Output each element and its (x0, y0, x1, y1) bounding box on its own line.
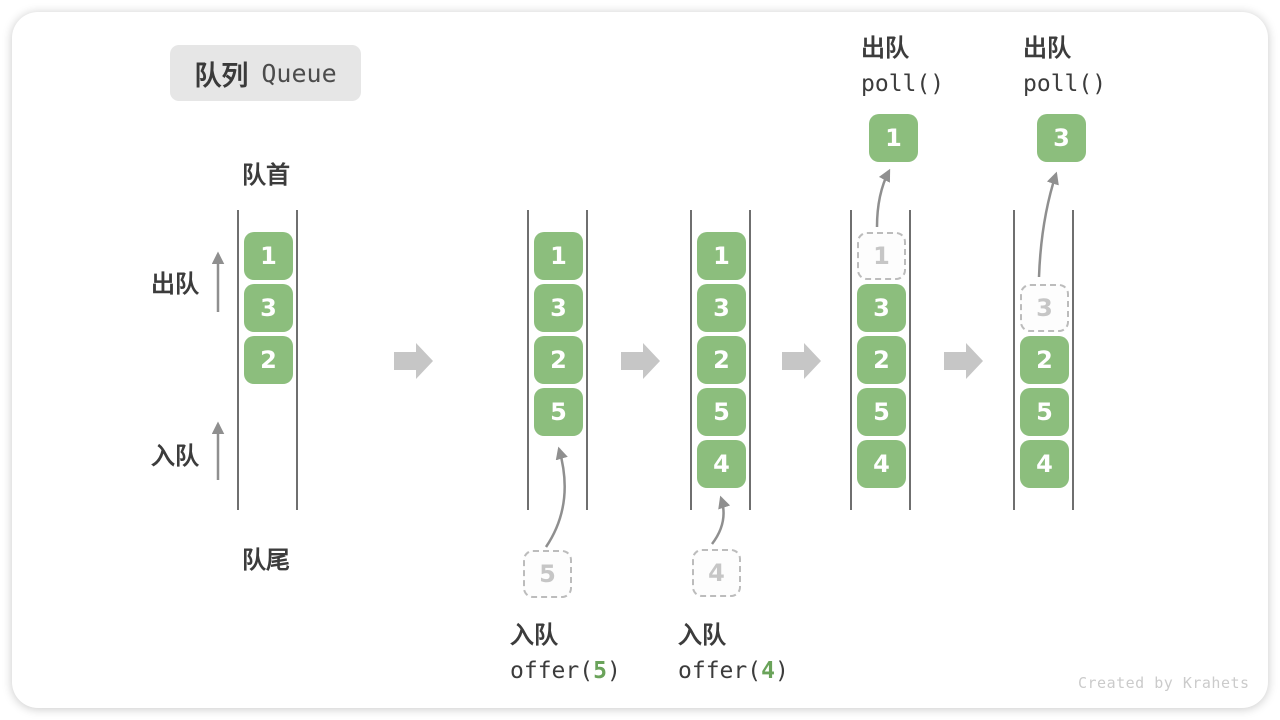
step-arrow-icon (394, 343, 433, 379)
step-arrow-icon (944, 343, 983, 379)
operation-label-dequeue-3: 出队 poll() (1023, 28, 1106, 97)
queue-cell: 1 (244, 232, 293, 280)
queue-cell: 4 (697, 440, 746, 488)
operation-zh: 出队 (1023, 34, 1071, 62)
label-queue-rear: 队尾 (242, 546, 290, 574)
queue-state-4: 1 3 2 5 4 (850, 210, 911, 510)
step-arrow-icon (621, 343, 660, 379)
staged-value-cell: 5 (523, 550, 572, 598)
operation-label-enqueue-5: 入队 offer(5) (510, 615, 621, 684)
ghost-cell: 1 (857, 232, 906, 280)
queue-state-5: 3 2 5 4 (1013, 210, 1074, 510)
title-badge: 队列 Queue (170, 45, 361, 101)
label-dequeue: 出队 (151, 270, 199, 298)
queue-cell: 3 (857, 284, 906, 332)
title-zh: 队列 (194, 60, 249, 92)
ghost-cell: 3 (1020, 284, 1069, 332)
label-queue-front: 队首 (242, 161, 290, 189)
code-arg: 4 (761, 658, 775, 684)
queue-cell: 1 (697, 232, 746, 280)
code-arg: 5 (593, 658, 607, 684)
operation-zh: 入队 (678, 621, 726, 649)
operation-code: poll() (861, 71, 945, 97)
queue-cell: 2 (857, 336, 906, 384)
operation-code: offer(4) (678, 658, 789, 684)
queue-cell: 5 (697, 388, 746, 436)
queue-cell: 5 (857, 388, 906, 436)
operation-code: poll() (1023, 71, 1107, 97)
watermark-credit: Created by Krahets (1078, 674, 1250, 692)
staged-value-cell: 4 (692, 549, 741, 597)
operation-code: offer(5) (510, 658, 621, 684)
queue-cell: 3 (244, 284, 293, 332)
polled-value-cell: 1 (869, 114, 918, 162)
queue-state-3: 1 3 2 5 4 (690, 210, 751, 510)
label-enqueue: 入队 (151, 442, 199, 470)
operation-zh: 入队 (510, 621, 558, 649)
operation-label-dequeue-1: 出队 poll() (861, 28, 944, 97)
queue-cell: 5 (534, 388, 583, 436)
queue-cell: 3 (534, 284, 583, 332)
queue-state-2: 1 3 2 5 (527, 210, 588, 510)
step-arrow-icon (782, 343, 821, 379)
operation-zh: 出队 (861, 34, 909, 62)
queue-cell: 1 (534, 232, 583, 280)
operation-label-enqueue-4: 入队 offer(4) (678, 615, 789, 684)
queue-state-1: 1 3 2 (237, 210, 298, 510)
queue-cell: 2 (244, 336, 293, 384)
queue-cell: 2 (1020, 336, 1069, 384)
queue-cell: 4 (1020, 440, 1069, 488)
polled-value-cell: 3 (1037, 114, 1086, 162)
queue-cell: 5 (1020, 388, 1069, 436)
queue-cell: 4 (857, 440, 906, 488)
queue-cell: 2 (534, 336, 583, 384)
queue-cell: 3 (697, 284, 746, 332)
queue-cell: 2 (697, 336, 746, 384)
title-en: Queue (261, 58, 337, 88)
